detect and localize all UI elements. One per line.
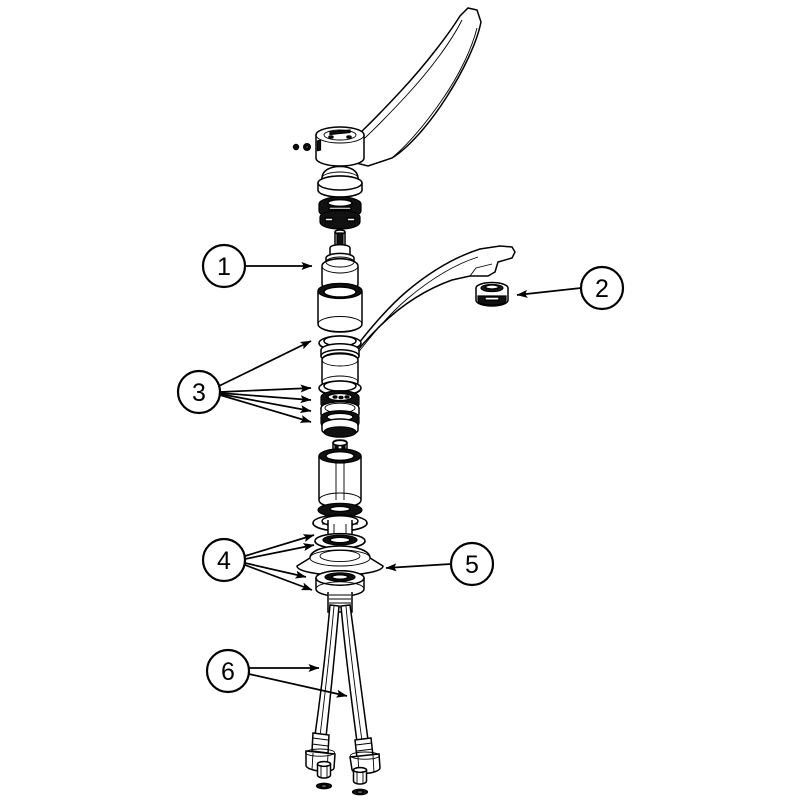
callout-6[interactable]: 6: [205, 648, 251, 694]
callout-5[interactable]: 5: [449, 541, 495, 587]
o-ring-lower: [317, 502, 363, 518]
leader-line-3: [218, 340, 312, 423]
mounting-nut: [315, 570, 365, 598]
black-washer: [319, 209, 361, 230]
callout-3[interactable]: 3: [176, 369, 222, 415]
callout-1[interactable]: 1: [201, 243, 247, 289]
cartridge-sleeve: [317, 282, 363, 333]
supply-hose-right: [340, 604, 374, 759]
seal-stack: [320, 390, 360, 438]
spout-aerator: [475, 281, 509, 307]
callout-4[interactable]: 4: [201, 537, 247, 583]
supply-hose-left: [311, 604, 340, 754]
handle-hub: [315, 126, 365, 167]
leader-line-2: [516, 287, 582, 298]
set-screw-small: [303, 143, 312, 152]
hose-washer-right: [351, 788, 369, 796]
leader-line-5: [385, 563, 452, 572]
valve-body-cylinder: [318, 448, 362, 509]
hose-washer-left: [315, 782, 333, 790]
bonnet-nut: [320, 342, 360, 391]
leader-line-6: [248, 664, 348, 698]
filter-insert-right: [352, 766, 368, 785]
callout-2[interactable]: 2: [579, 265, 625, 311]
set-screw-dot: [292, 143, 300, 151]
leader-line-4: [244, 534, 315, 591]
filter-insert-left: [316, 760, 332, 779]
cartridge-stem-assembly: [321, 229, 359, 300]
